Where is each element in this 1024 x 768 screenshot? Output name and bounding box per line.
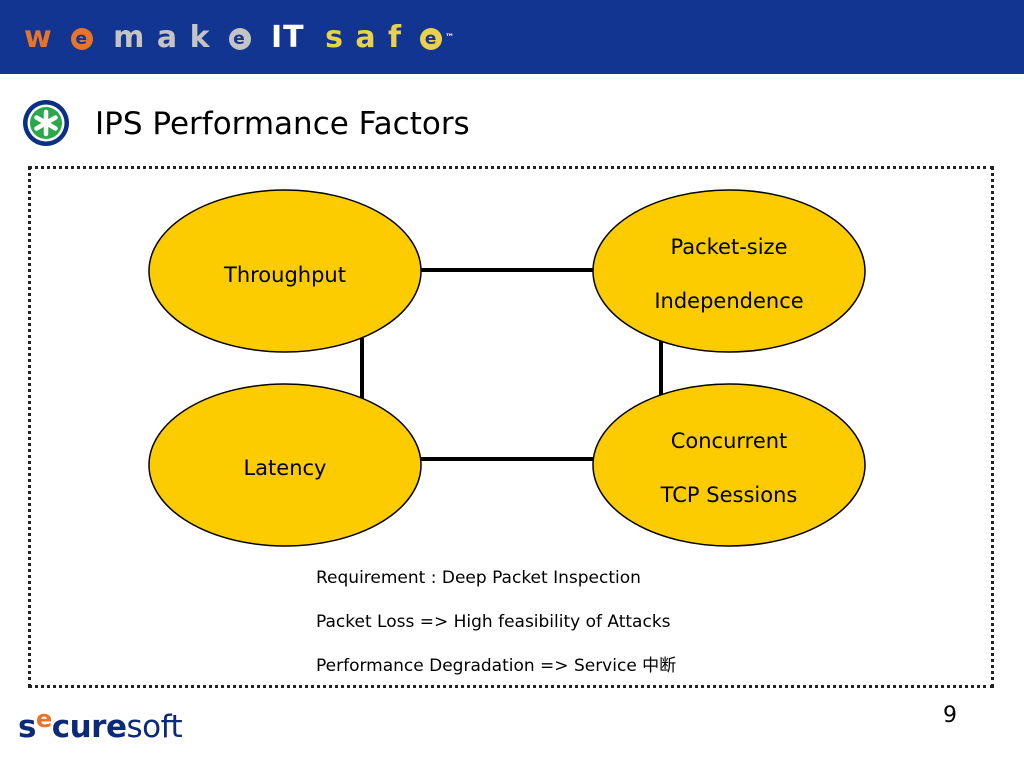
logo-cure: cure	[51, 709, 127, 745]
node-concurrent	[592, 383, 866, 547]
node-label-concurrent: Concurrent TCP Sessions	[593, 414, 865, 522]
node-label-line: Independence	[654, 289, 804, 313]
note-packet-loss: Packet Loss => High feasibility of Attac…	[316, 612, 671, 632]
note-performance-degradation: Performance Degradation => Service 中断	[316, 656, 677, 676]
node-label-latency: Latency	[149, 441, 421, 495]
node-packet-size	[592, 189, 866, 353]
node-label-line: Latency	[243, 456, 327, 480]
notes-list: Requirement : Deep Packet Inspection Pac…	[316, 556, 916, 688]
banner-e-glyph: e	[228, 27, 251, 50]
banner-word-safe: s a f	[325, 20, 403, 55]
node-throughput	[148, 189, 422, 353]
page-number: 9	[943, 703, 957, 728]
content-frame	[28, 166, 994, 688]
banner-word-make: m a k	[113, 20, 211, 55]
logo-s: s	[18, 709, 36, 745]
node-label-line: TCP Sessions	[660, 483, 798, 507]
securesoft-logo: securesoft	[18, 705, 183, 749]
page-title: IPS Performance Factors	[95, 106, 470, 142]
diagram-connectors	[360, 268, 663, 461]
logo-e: e	[35, 705, 52, 733]
node-label-packet-size: Packet-size Independence	[593, 220, 865, 328]
banner-e-glyph: e	[420, 27, 443, 50]
trademark-symbol: ™	[445, 33, 456, 43]
node-label-line: Throughput	[224, 263, 346, 287]
node-latency	[148, 383, 422, 547]
node-label-line: Packet-size	[670, 235, 788, 259]
asterisk-badge-icon	[23, 100, 69, 146]
node-label-line: Concurrent	[670, 429, 788, 453]
logo-soft: soft	[126, 709, 183, 745]
note-requirement: Requirement : Deep Packet Inspection	[316, 568, 641, 588]
banner-word-it: IT	[270, 20, 305, 55]
node-label-throughput: Throughput	[149, 248, 421, 302]
banner-e-glyph: e	[70, 27, 93, 50]
banner-word-we: w	[24, 20, 53, 55]
